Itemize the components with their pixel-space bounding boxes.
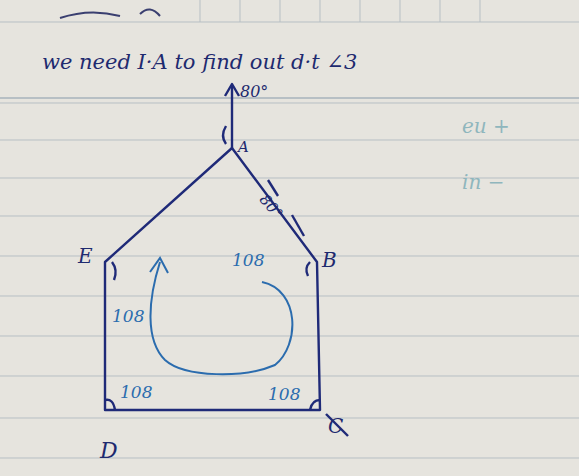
angle-value: 108 [232, 252, 264, 269]
vertex-label: B [322, 250, 337, 270]
ruled-lines [0, 0, 579, 458]
pentagon [105, 84, 348, 436]
angle-value: 108 [120, 384, 152, 401]
vertex-label: D [100, 440, 118, 462]
direction-loop [150, 258, 292, 374]
angle-value: 108 [268, 386, 300, 403]
vertex-label: A [238, 140, 249, 155]
vertex-label: E [78, 246, 93, 266]
vertex-label: C [328, 416, 343, 436]
faint-note: in − [462, 172, 504, 192]
angle-label: 80° [240, 84, 268, 100]
angle-label: 80° [257, 192, 286, 222]
note-text: we need I·A to find out d·t ∠3 [42, 52, 357, 73]
scribble [60, 9, 160, 18]
angle-value: 108 [112, 308, 144, 325]
faint-note: eu + [462, 116, 510, 136]
